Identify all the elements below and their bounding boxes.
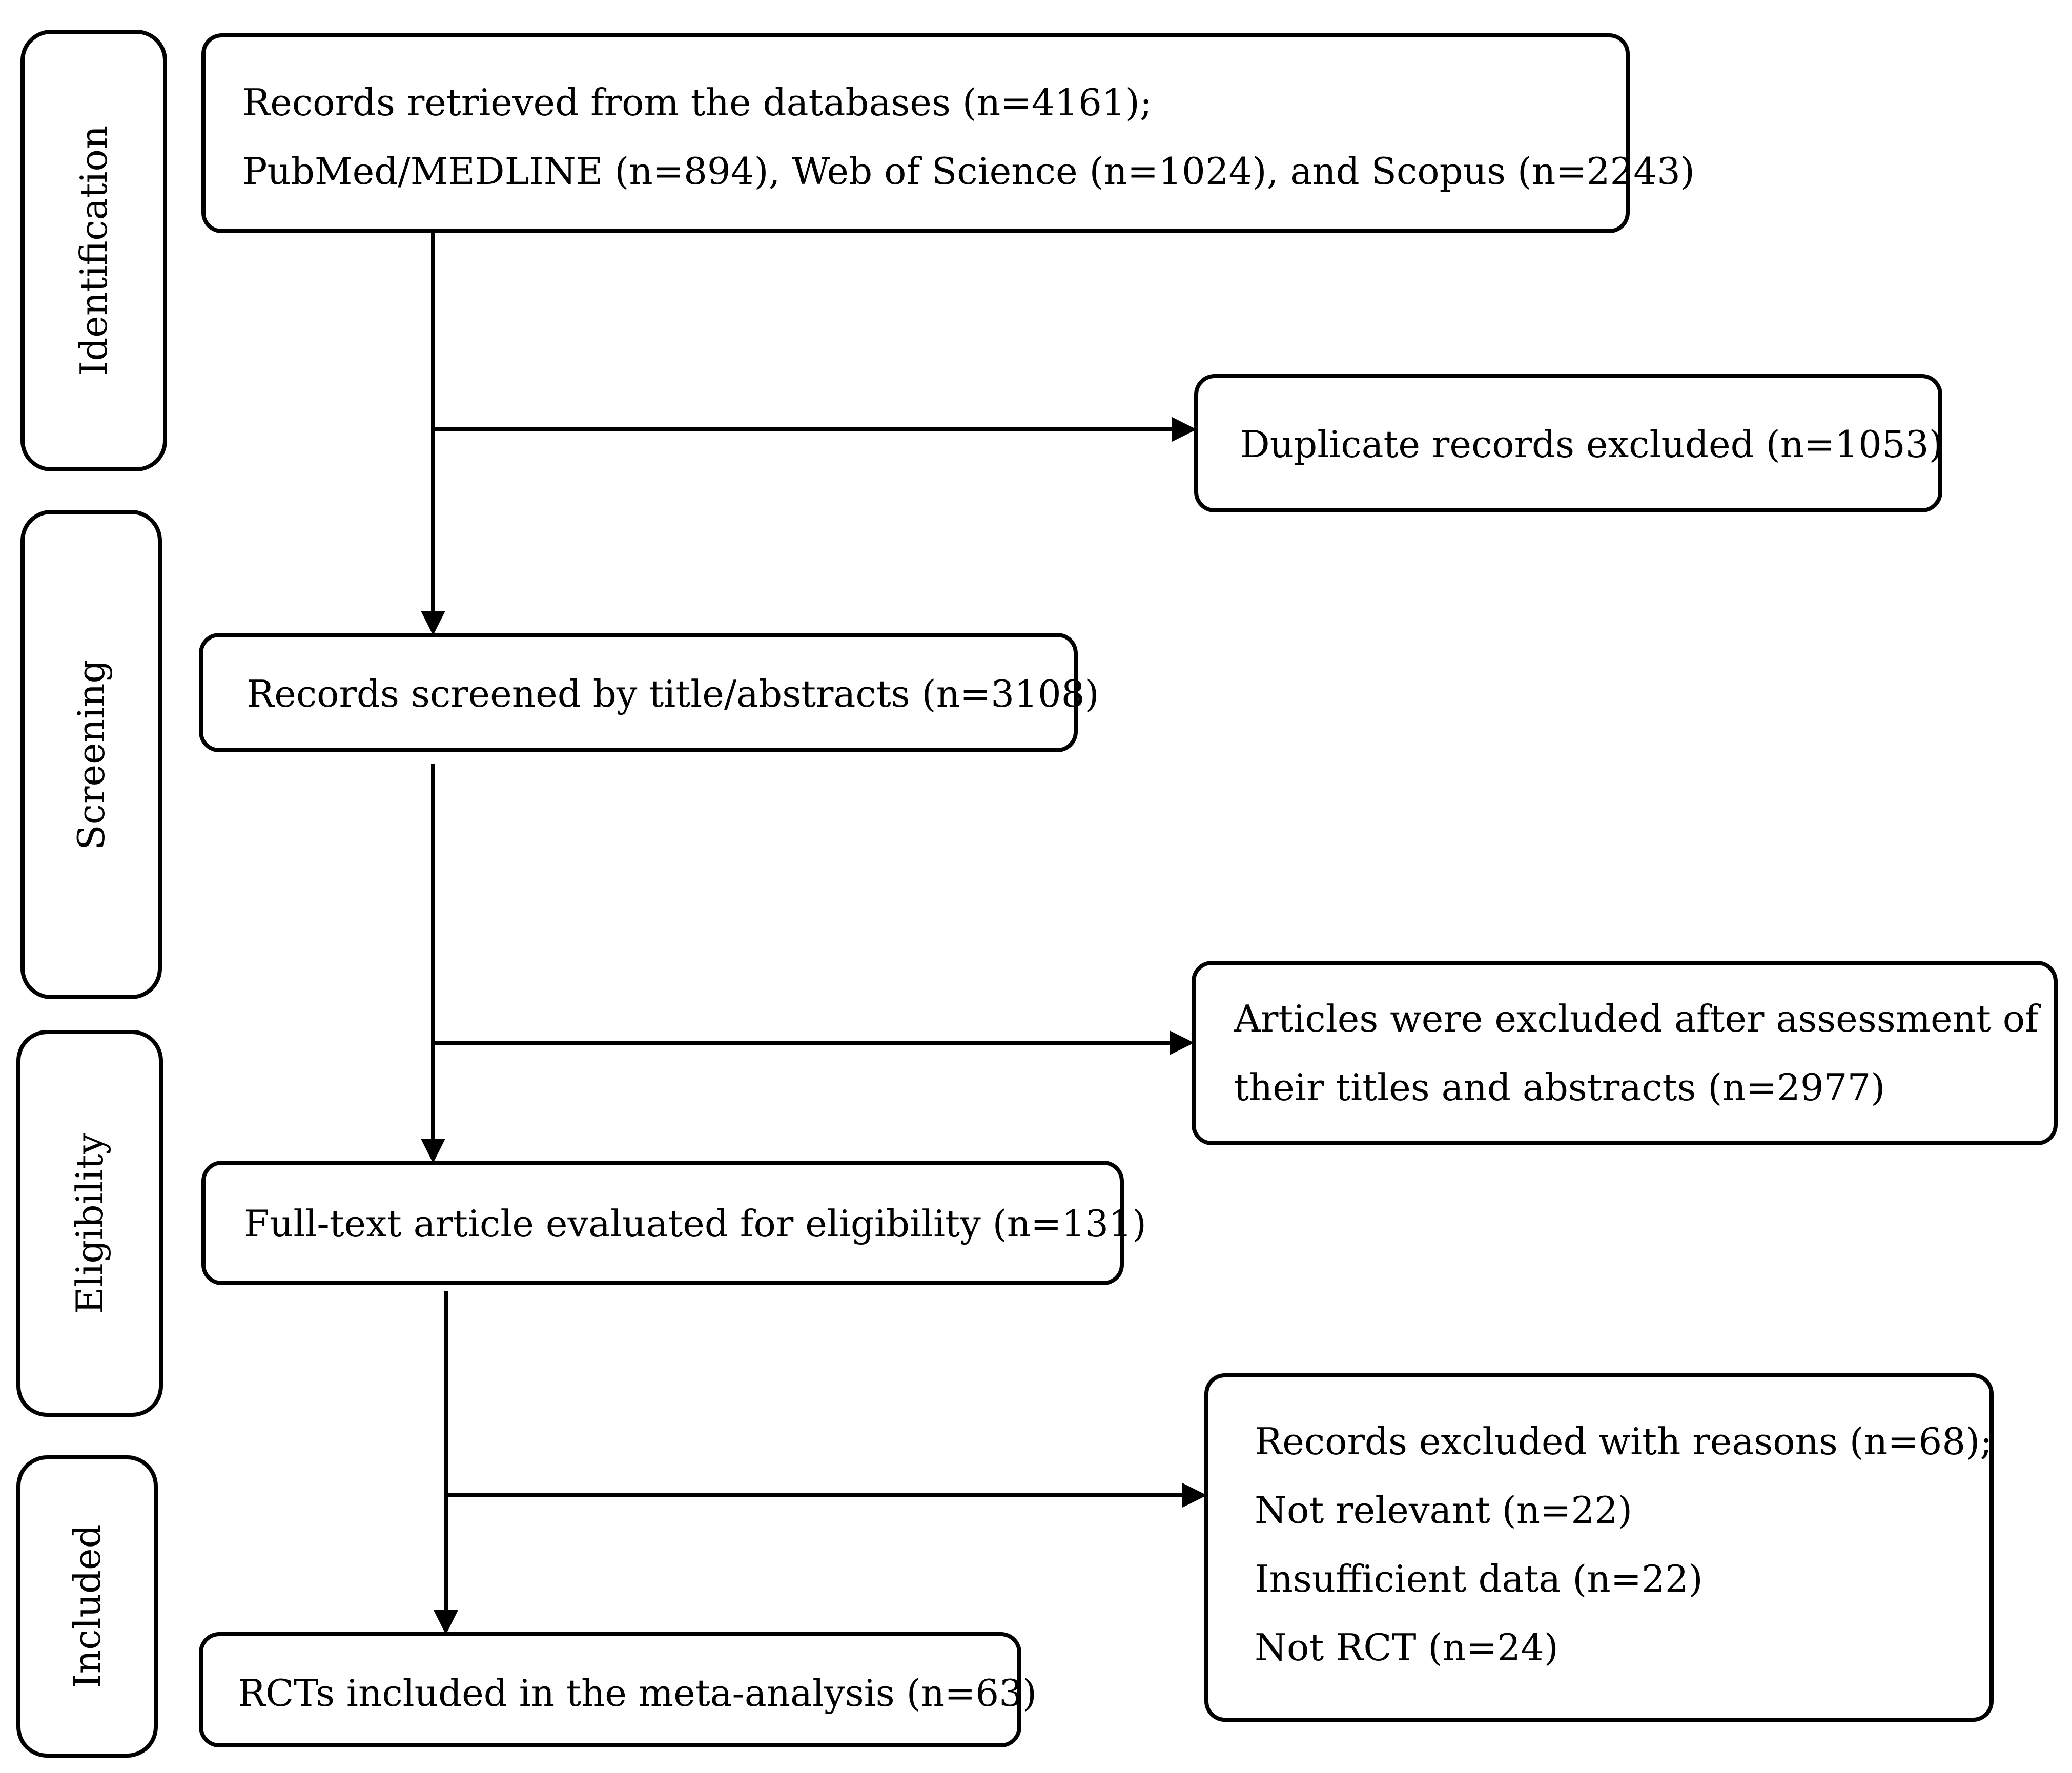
records-excluded-reasons-box: Records excluded with reasons (n=68); No… — [1204, 1373, 1994, 1722]
duplicates-excluded-box: Duplicate records excluded (n=1053) — [1194, 374, 1943, 512]
records-retrieved-box: Records retrieved from the databases (n=… — [201, 33, 1695, 233]
records-retrieved-line-1: Records retrieved from the databases (n=… — [242, 81, 1153, 124]
records-excluded-reasons-line-3: Insufficient data (n=22) — [1255, 1557, 1703, 1600]
full-text-evaluated-box: Full-text article evaluated for eligibil… — [201, 1161, 1146, 1285]
records-excluded-reasons-line-4: Not RCT (n=24) — [1255, 1626, 1558, 1669]
full-text-evaluated-text: Full-text article evaluated for eligibil… — [244, 1202, 1146, 1245]
duplicates-excluded-text: Duplicate records excluded (n=1053) — [1240, 423, 1943, 466]
records-screened-text: Records screened by title/abstracts (n=3… — [247, 672, 1099, 715]
records-excluded-reasons-line-1: Records excluded with reasons (n=68); — [1255, 1420, 1993, 1463]
stage-included: Included — [16, 1455, 158, 1758]
stage-screening: Screening — [20, 510, 162, 999]
stage-identification: Identification — [20, 30, 167, 471]
rcts-included-text: RCTs included in the meta-analysis (n=63… — [238, 1672, 1037, 1715]
articles-excluded-box: Articles were excluded after assessment … — [1192, 961, 2058, 1145]
stage-eligibility: Eligibility — [16, 1030, 163, 1417]
articles-excluded-line-2: their titles and abstracts (n=2977) — [1234, 1066, 1885, 1109]
rcts-included-box: RCTs included in the meta-analysis (n=63… — [199, 1632, 1037, 1747]
records-excluded-reasons-line-2: Not relevant (n=22) — [1255, 1489, 1633, 1532]
records-retrieved-line-2: PubMed/MEDLINE (n=894), Web of Science (… — [242, 150, 1695, 193]
records-screened-box: Records screened by title/abstracts (n=3… — [199, 633, 1099, 752]
articles-excluded-line-1: Articles were excluded after assessment … — [1234, 997, 2039, 1040]
